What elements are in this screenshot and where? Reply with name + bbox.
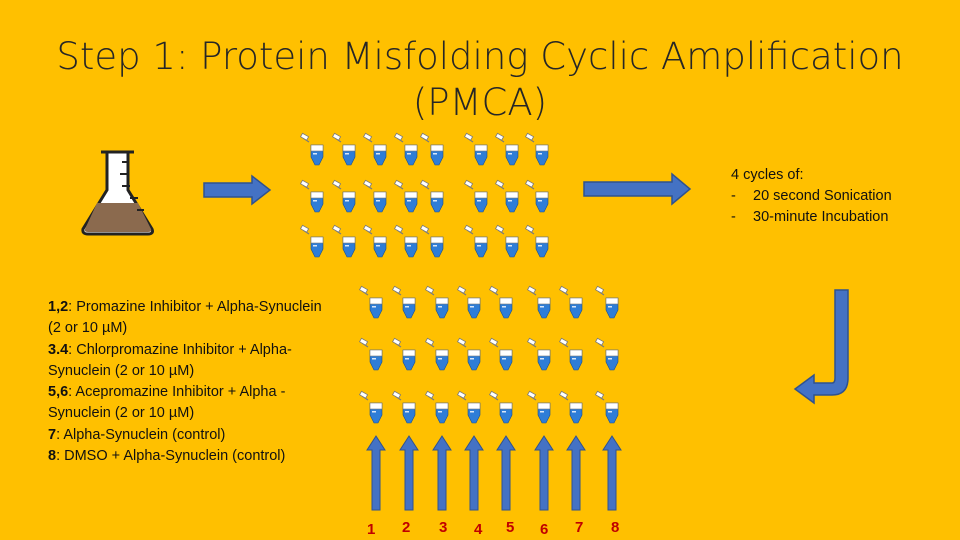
- tube-icon: [393, 179, 418, 213]
- title-line-1: Step 1: Protein Misfolding Cyclic Amplif…: [56, 35, 904, 78]
- tube-icon: [393, 224, 418, 258]
- tube-icon: [456, 390, 481, 424]
- tube-icon: [419, 132, 444, 166]
- legend-entry: 1,2: Promazine Inhibitor + Alpha-Synucle…: [48, 299, 322, 337]
- tube-icon: [424, 285, 449, 319]
- tube-icon: [594, 390, 619, 424]
- cycle-header: 4 cycles of:: [731, 167, 804, 183]
- tube-icon: [526, 390, 551, 424]
- tube-icon: [456, 337, 481, 371]
- arrow-right-icon: [583, 172, 692, 206]
- tube-icon: [393, 132, 418, 166]
- tube-icon: [494, 179, 519, 213]
- arrow-up-icon: [602, 435, 622, 511]
- slide-title: Step 1: Protein Misfolding Cyclic Amplif…: [0, 34, 960, 126]
- tube-icon: [362, 132, 387, 166]
- tube-icon: [391, 285, 416, 319]
- arrow-up-icon: [464, 435, 484, 511]
- tube-icon: [391, 390, 416, 424]
- tube-icon: [424, 390, 449, 424]
- lane-label-7: 7: [575, 519, 584, 536]
- tube-icon: [358, 337, 383, 371]
- arrow-up-icon: [399, 435, 419, 511]
- tube-icon: [424, 337, 449, 371]
- tube-icon: [362, 224, 387, 258]
- title-line-2: (PMCA): [412, 81, 548, 124]
- legend-entry: 5,6: Acepromazine Inhibitor + Alpha -Syn…: [48, 384, 286, 422]
- tube-icon: [524, 179, 549, 213]
- cycle-item: -30-minute Incubation: [731, 209, 889, 225]
- arrow-up-icon: [566, 435, 586, 511]
- cycle-description: 4 cycles of: -20 second Sonication -30-m…: [731, 165, 892, 228]
- legend-entry: 7: Alpha-Synuclein (control): [48, 426, 226, 443]
- tube-icon: [558, 337, 583, 371]
- tube-icon: [463, 132, 488, 166]
- cycle-item: -20 second Sonication: [731, 188, 892, 204]
- tube-icon: [488, 285, 513, 319]
- tube-icon: [419, 179, 444, 213]
- tube-icon: [526, 337, 551, 371]
- tube-icon: [494, 132, 519, 166]
- tube-icon: [419, 224, 444, 258]
- tube-icon: [358, 285, 383, 319]
- legend-entry: 3.4: Chlorpromazine Inhibitor + Alpha-Sy…: [48, 341, 292, 379]
- tube-icon: [362, 179, 387, 213]
- arrow-up-icon: [496, 435, 516, 511]
- tube-icon: [526, 285, 551, 319]
- tube-icon: [299, 224, 324, 258]
- lane-label-1: 1: [367, 521, 376, 538]
- tube-icon: [558, 390, 583, 424]
- tube-icon: [299, 132, 324, 166]
- lane-label-3: 3: [439, 519, 448, 536]
- tube-icon: [488, 390, 513, 424]
- tube-icon: [391, 337, 416, 371]
- tube-icon: [488, 337, 513, 371]
- tube-icon: [494, 224, 519, 258]
- condition-legend: 1,2: Promazine Inhibitor + Alpha-Synucle…: [48, 297, 323, 467]
- tube-icon: [558, 285, 583, 319]
- lane-label-4: 4: [474, 521, 483, 538]
- arrow-down-return-icon: [793, 289, 849, 405]
- tube-icon: [594, 285, 619, 319]
- arrow-up-icon: [534, 435, 554, 511]
- tube-icon: [331, 132, 356, 166]
- flask-icon: [81, 150, 154, 236]
- tube-icon: [594, 337, 619, 371]
- top-tube-grid: [299, 132, 549, 258]
- lane-label-6: 6: [540, 521, 549, 538]
- tube-icon: [299, 179, 324, 213]
- tube-icon: [524, 224, 549, 258]
- lane-label-2: 2: [402, 519, 411, 536]
- tube-icon: [463, 179, 488, 213]
- lane-label-5: 5: [506, 519, 515, 536]
- arrow-right-icon: [203, 174, 272, 206]
- tube-icon: [524, 132, 549, 166]
- tube-icon: [358, 390, 383, 424]
- tube-icon: [331, 179, 356, 213]
- legend-entry: 8: DMSO + Alpha-Synuclein (control): [48, 448, 286, 465]
- arrow-up-icon: [432, 435, 452, 511]
- tube-icon: [331, 224, 356, 258]
- lane-arrows: [366, 435, 622, 511]
- arrow-up-icon: [366, 435, 386, 511]
- tube-icon: [463, 224, 488, 258]
- tube-icon: [456, 285, 481, 319]
- bottom-tube-grid: [358, 285, 619, 424]
- lane-label-8: 8: [611, 519, 620, 536]
